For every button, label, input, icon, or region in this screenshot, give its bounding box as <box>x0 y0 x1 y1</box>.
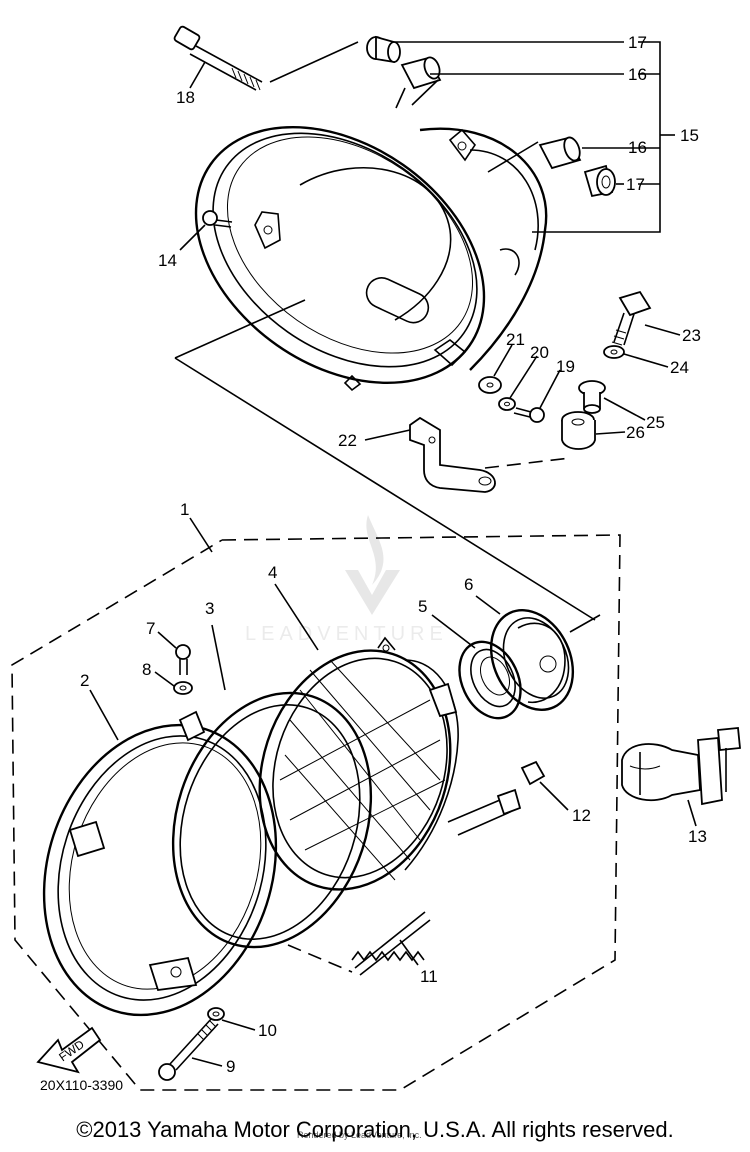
collar-17-upper <box>366 35 401 64</box>
part-label-2: 2 <box>80 671 89 690</box>
washer-20 <box>498 397 516 411</box>
part-label-17-lower: 17 <box>626 175 645 194</box>
socket-cover-6 <box>489 609 575 711</box>
collar-25 <box>578 380 606 414</box>
bolt-18 <box>173 25 263 91</box>
bulb-13 <box>621 727 741 806</box>
screw-19 <box>513 407 545 423</box>
part-label-23: 23 <box>682 326 701 345</box>
rim-ring-3 <box>171 691 373 949</box>
part-labels: 17 16 15 16 17 18 14 23 24 21 20 19 25 2… <box>80 33 707 1076</box>
leader-lines <box>89 41 697 1067</box>
part-label-4: 4 <box>268 563 277 582</box>
watermark-text: LEADVENTURE <box>245 623 448 645</box>
headlight-lens-4 <box>258 636 459 891</box>
part-label-21: 21 <box>506 330 525 349</box>
bracket-22 <box>409 416 496 493</box>
part-label-5: 5 <box>418 597 427 616</box>
assembly-outline-1 <box>11 534 621 1091</box>
part-label-7: 7 <box>146 619 155 638</box>
grommet-26 <box>561 411 596 450</box>
copyright-notice: ©2013 Yamaha Motor Corporation, U.S.A. A… <box>76 1117 674 1142</box>
part-label-25: 25 <box>646 413 665 432</box>
drawing-code: 20X110-3390 <box>40 1077 123 1093</box>
adjust-nut-12 <box>447 760 546 836</box>
headlight-ring-2 <box>42 710 278 1017</box>
part-label-1: 1 <box>180 500 189 519</box>
watermark-logo: LEADVENTURE <box>245 515 448 645</box>
part-label-24: 24 <box>670 358 689 377</box>
screw-7 <box>175 644 191 675</box>
part-label-8: 8 <box>142 660 151 679</box>
collar-17-lower <box>583 164 616 198</box>
part-label-15: 15 <box>680 126 699 145</box>
bushing-16-lower <box>538 136 582 170</box>
part-label-16-lower: 16 <box>628 138 647 157</box>
part-label-9: 9 <box>226 1057 235 1076</box>
screw-14 <box>202 210 233 228</box>
screw-9 <box>158 1017 219 1081</box>
part-label-20: 20 <box>530 343 549 362</box>
part-label-19: 19 <box>556 357 575 376</box>
part-label-22: 22 <box>338 431 357 450</box>
part-label-12: 12 <box>572 806 591 825</box>
part-label-10: 10 <box>258 1021 277 1040</box>
washer-21 <box>478 376 502 394</box>
part-label-11: 11 <box>420 967 438 986</box>
socket-5 <box>458 640 522 720</box>
part-label-17-upper: 17 <box>628 33 647 52</box>
part-label-16-upper: 16 <box>628 65 647 84</box>
bushing-16-upper <box>400 56 442 90</box>
part-label-6: 6 <box>464 575 473 594</box>
spring-11 <box>351 911 431 976</box>
part-label-18: 18 <box>176 88 195 107</box>
washer-24 <box>603 345 625 359</box>
washer-8 <box>173 681 193 695</box>
part-label-3: 3 <box>205 599 214 618</box>
fwd-arrow: FWD <box>36 1026 102 1074</box>
bolt-23 <box>611 290 652 346</box>
part-label-13: 13 <box>688 827 707 846</box>
washer-10 <box>207 1007 225 1021</box>
part-label-14: 14 <box>158 251 177 270</box>
part-label-26: 26 <box>626 423 645 442</box>
render-credit: Rendered by LeadVenture, Inc. <box>297 1130 422 1140</box>
